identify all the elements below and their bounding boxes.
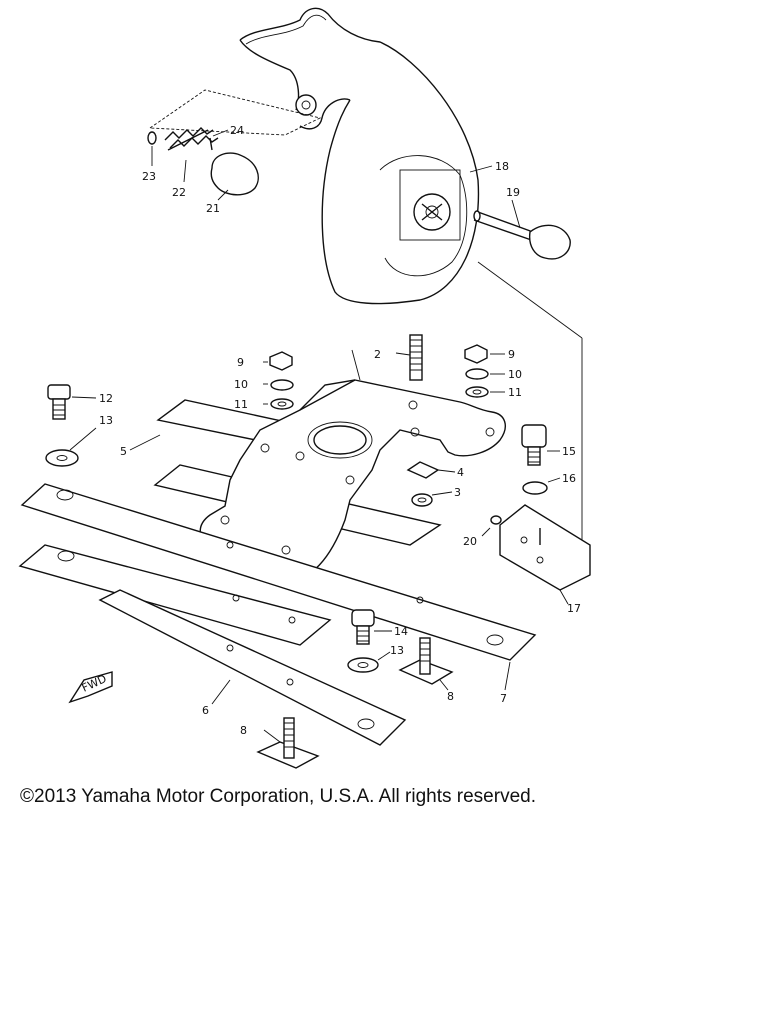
label-18: 18: [495, 160, 509, 173]
leader-lines-bottom: [69, 352, 569, 743]
washer-16: [522, 481, 548, 495]
label-8-left: 8: [240, 724, 247, 737]
bolt-15: [521, 424, 547, 466]
label-23: 23: [142, 170, 156, 183]
spring-knob-group: [147, 89, 322, 196]
clip-4: [406, 461, 440, 479]
label-16: 16: [562, 472, 576, 485]
bolt-14: [351, 609, 375, 645]
label-24: 24: [230, 124, 244, 137]
nut-washer-stack-left: [269, 351, 294, 410]
label-22: 22: [172, 186, 186, 199]
stud-2: [409, 334, 423, 381]
spacer-3: [411, 493, 433, 507]
label-12: 12: [99, 392, 113, 405]
label-3: 3: [454, 486, 461, 499]
label-11-right: 11: [508, 386, 522, 399]
label-9-right: 9: [508, 348, 515, 361]
label-20: 20: [463, 535, 477, 548]
screw-20: [490, 515, 502, 525]
shroud-assembly: [239, 7, 480, 305]
washer-13b: [347, 657, 379, 673]
label-5-upper: 5: [120, 445, 127, 458]
part-number-labels: 24 23 22 21 18 19 2 9 10 11 9 10 11 12 1…: [99, 124, 581, 737]
label-6: 6: [202, 704, 209, 717]
rail-6: [18, 544, 332, 646]
label-11-left: 11: [234, 398, 248, 411]
bracket-17: [499, 504, 591, 591]
label-2: 2: [374, 348, 381, 361]
stud-8b: [256, 717, 320, 769]
fwd-arrow: FWD: [68, 671, 113, 704]
label-14: 14: [394, 625, 408, 638]
guide-lines: [351, 261, 583, 568]
mounting-bracket: [153, 379, 506, 581]
label-17: 17: [567, 602, 581, 615]
label-21: 21: [206, 202, 220, 215]
label-9-left: 9: [237, 356, 244, 369]
label-19: 19: [506, 186, 520, 199]
stud-8a: [398, 637, 454, 685]
label-8-right: 8: [447, 690, 454, 703]
exploded-view-drawing: FWD 24 23 22 21 18 19 2 9 10 1: [18, 7, 591, 769]
label-10-right: 10: [508, 368, 522, 381]
copyright-notice: ©2013 Yamaha Motor Corporation, U.S.A. A…: [20, 786, 536, 807]
label-7: 7: [500, 692, 507, 705]
washer-13a: [45, 449, 79, 467]
bolt-12: [47, 384, 71, 420]
label-13-lower: 13: [390, 644, 404, 657]
pin-19: [473, 210, 571, 260]
leader-lines-top: [151, 129, 521, 229]
nut-washer-stack-right: [464, 344, 489, 398]
rail-5: [20, 483, 537, 661]
label-4: 4: [457, 466, 464, 479]
rail-6b: [98, 589, 407, 746]
label-13-upper: 13: [99, 414, 113, 427]
label-10-left: 10: [234, 378, 248, 391]
label-15: 15: [562, 445, 576, 458]
